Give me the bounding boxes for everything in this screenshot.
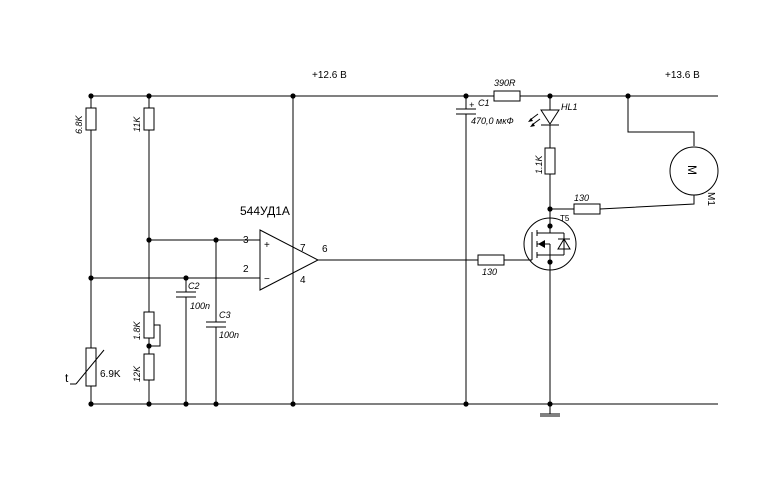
pin-3-label: 3 xyxy=(243,235,249,246)
label-c3-value: 100n xyxy=(219,330,239,340)
resistor-12k xyxy=(143,353,155,381)
label-c2: C2 xyxy=(188,281,200,291)
resistor-gate-130 xyxy=(477,254,505,266)
label-m1: M1 xyxy=(705,192,716,206)
label-c2-value: 100n xyxy=(190,301,210,311)
opamp-plus-sign: + xyxy=(264,240,270,251)
opamp-triangle xyxy=(259,229,320,291)
led-hl1 xyxy=(540,109,560,125)
pin-7-label: 7 xyxy=(300,243,306,254)
c1-plus-sign: + xyxy=(469,100,474,110)
rail-label-13-6v: +13.6 В xyxy=(665,70,700,81)
label-c1-value: 470,0 мкФ xyxy=(471,116,514,126)
label-6-8k: 6.8K xyxy=(74,114,84,134)
pin-4-label: 4 xyxy=(300,275,306,286)
label-6-9k: 6.9K xyxy=(100,369,121,380)
thermistor-symbol: t xyxy=(65,371,69,385)
resistor-11k xyxy=(143,107,155,131)
motor-symbol: M xyxy=(685,165,699,175)
label-1-8k: 1.8K xyxy=(132,320,142,340)
label-11k: 11K xyxy=(132,116,142,132)
resistor-motor-130 xyxy=(573,203,601,215)
opamp-minus-sign: − xyxy=(264,274,270,285)
label-130-gate: 130 xyxy=(482,267,497,277)
thermistor xyxy=(85,347,97,387)
label-130-motor: 130 xyxy=(574,193,589,203)
rail-label-12-6v: +12.6 В xyxy=(312,70,347,81)
label-390r: 390R xyxy=(494,78,516,88)
label-1-1k: 1.1K xyxy=(534,154,544,174)
resistor-1-1k xyxy=(544,147,556,175)
label-12k: 12K xyxy=(132,365,142,382)
label-hl1: HL1 xyxy=(561,102,578,112)
pin-2-label: 2 xyxy=(243,264,249,275)
resistor-390r xyxy=(493,90,521,102)
label-c3: C3 xyxy=(219,310,231,320)
pin-6-label: 6 xyxy=(322,244,328,255)
opamp-label: 544УД1А xyxy=(240,204,290,218)
potentiometer-1-8k xyxy=(143,311,155,339)
junction-dots xyxy=(88,93,631,407)
resistor-6-8k xyxy=(85,107,97,131)
label-t5: T5 xyxy=(560,214,570,223)
label-c1: C1 xyxy=(478,98,490,108)
